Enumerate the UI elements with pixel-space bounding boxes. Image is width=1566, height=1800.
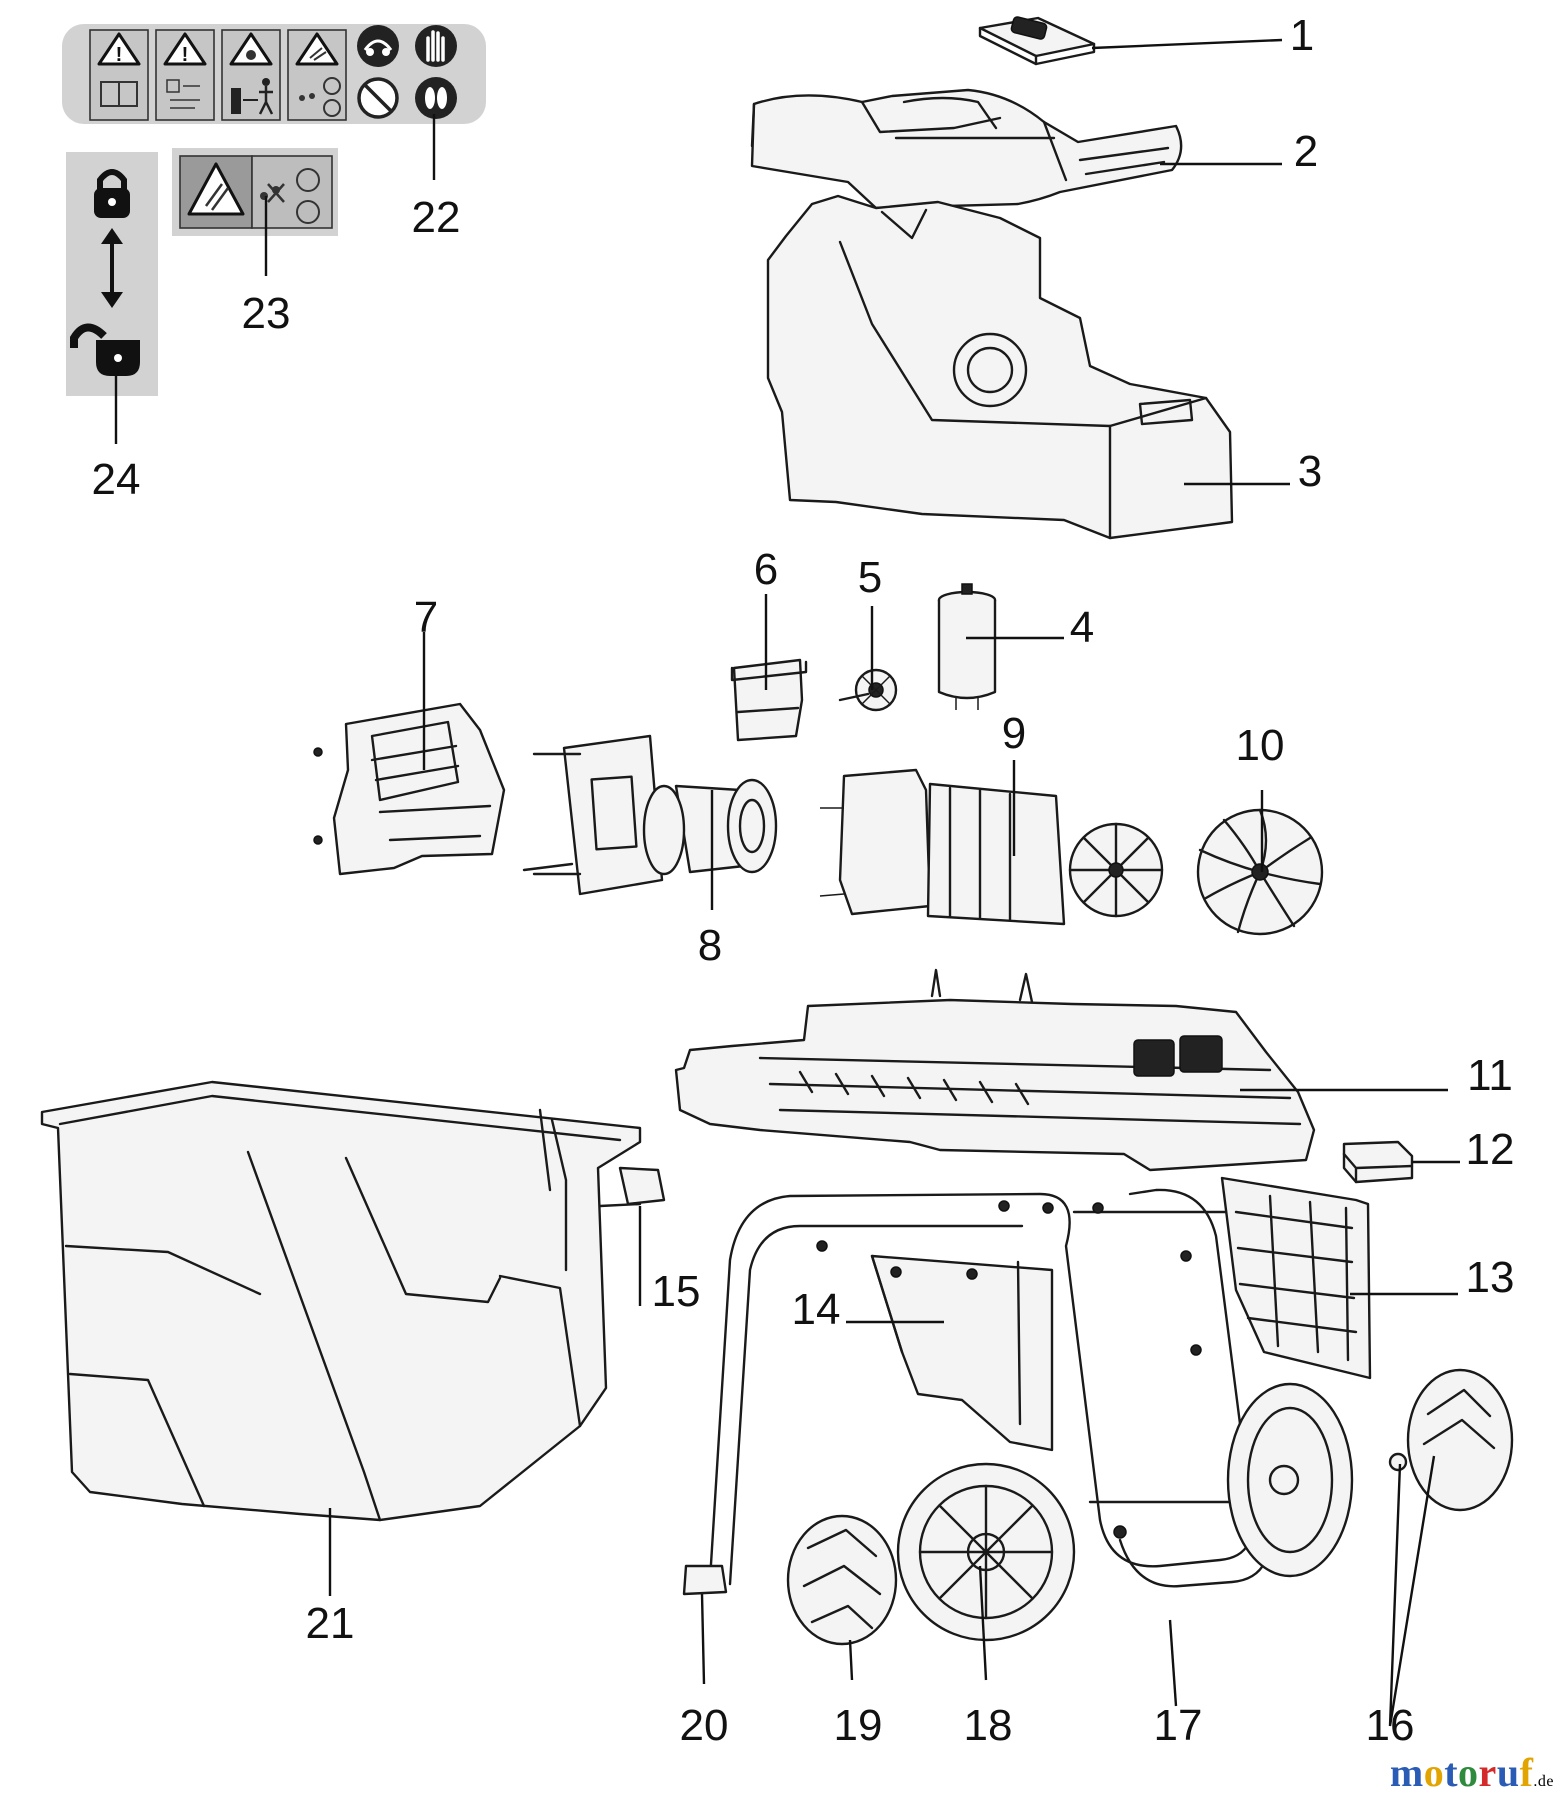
callout-20: 20	[680, 1701, 729, 1750]
part-9-motor	[819, 768, 1164, 926]
callout-8: 8	[698, 921, 722, 970]
part-16-axle-parts	[1226, 1382, 1444, 1578]
safety-label-24	[66, 152, 158, 396]
svg-text:!: !	[116, 44, 123, 66]
part-18-wheel	[896, 1462, 1076, 1642]
part-3-motor-housing	[766, 194, 1234, 540]
callout-16: 16	[1366, 1701, 1415, 1750]
part-19-hub-cap	[786, 1514, 898, 1646]
part-11-base-housing	[674, 968, 1316, 1172]
part-6-cover-clip	[730, 658, 808, 742]
callout-6: 6	[754, 545, 778, 594]
gloves-icon	[415, 25, 457, 67]
callout-21: 21	[306, 1599, 355, 1648]
callout-1: 1	[1290, 11, 1314, 60]
callout-2: 2	[1294, 127, 1318, 176]
watermark-main: motoruf	[1389, 1750, 1534, 1795]
no-children-icon	[357, 77, 399, 119]
callout-9: 9	[1002, 709, 1026, 758]
warning-bystander-distance-icon	[221, 29, 281, 121]
watermark-suffix: .de	[1533, 1773, 1554, 1790]
callout-15: 15	[652, 1267, 701, 1316]
svg-text:!: !	[182, 44, 189, 66]
callout-5: 5	[858, 553, 882, 602]
lock-closed-icon	[94, 169, 130, 218]
part-10-fan	[1196, 808, 1324, 936]
part-1-switch	[978, 16, 1096, 66]
callout-7: 7	[414, 593, 438, 642]
callout-10: 10	[1236, 721, 1285, 770]
part-7-cutter-frame	[313, 702, 506, 876]
part-2-hopper-lid	[750, 88, 1183, 210]
frame-screws	[816, 1200, 1202, 1539]
safety-label-22: ! !	[62, 24, 486, 124]
lock-open-icon	[70, 323, 140, 376]
safety-label-23	[172, 148, 338, 236]
part-4-capacitor	[937, 583, 997, 710]
warning-instruction-icon: !	[155, 29, 215, 121]
callout-11: 11	[1467, 1051, 1513, 1100]
ear-eye-protection-icon	[357, 25, 399, 67]
callout-12: 12	[1466, 1125, 1515, 1174]
callout-14: 14	[792, 1285, 841, 1334]
callout-3: 3	[1298, 447, 1322, 496]
callout-22: 22	[412, 193, 461, 242]
callout-17: 17	[1154, 1701, 1203, 1750]
part-16-hub-cap-rear	[1406, 1368, 1514, 1512]
part-20-foot-cap	[682, 1564, 728, 1596]
part-12-safety-switch	[1342, 1140, 1414, 1184]
part-5-gear	[838, 668, 898, 712]
warning-manual-icon: !	[89, 29, 149, 121]
callout-4: 4	[1070, 603, 1094, 652]
callout-19: 19	[834, 1701, 883, 1750]
motoruf-watermark: motoruf.de	[1390, 1749, 1554, 1796]
callout-13: 13	[1466, 1253, 1515, 1302]
callout-numbers: 1 2 3 4 5 6 7 8 9 10 11 12 13 14 15 16 1…	[92, 11, 1515, 1750]
leader-lines	[114, 38, 1460, 1727]
safety-shoes-icon	[415, 77, 457, 119]
callout-24: 24	[92, 455, 141, 504]
part-15-bin-latch	[598, 1166, 666, 1208]
part-21-collection-bin	[40, 1080, 642, 1522]
callout-18: 18	[964, 1701, 1013, 1750]
warning-rotating-blades-icon	[287, 29, 347, 121]
part-14-discharge-chute	[870, 1254, 1054, 1452]
rotating-blade-warning-icon	[179, 155, 333, 229]
part-8-blade-drum	[522, 734, 778, 896]
part-9-fan-disc	[1068, 822, 1164, 918]
part-13-side-grille	[1220, 1176, 1372, 1380]
callout-23: 23	[242, 289, 291, 338]
